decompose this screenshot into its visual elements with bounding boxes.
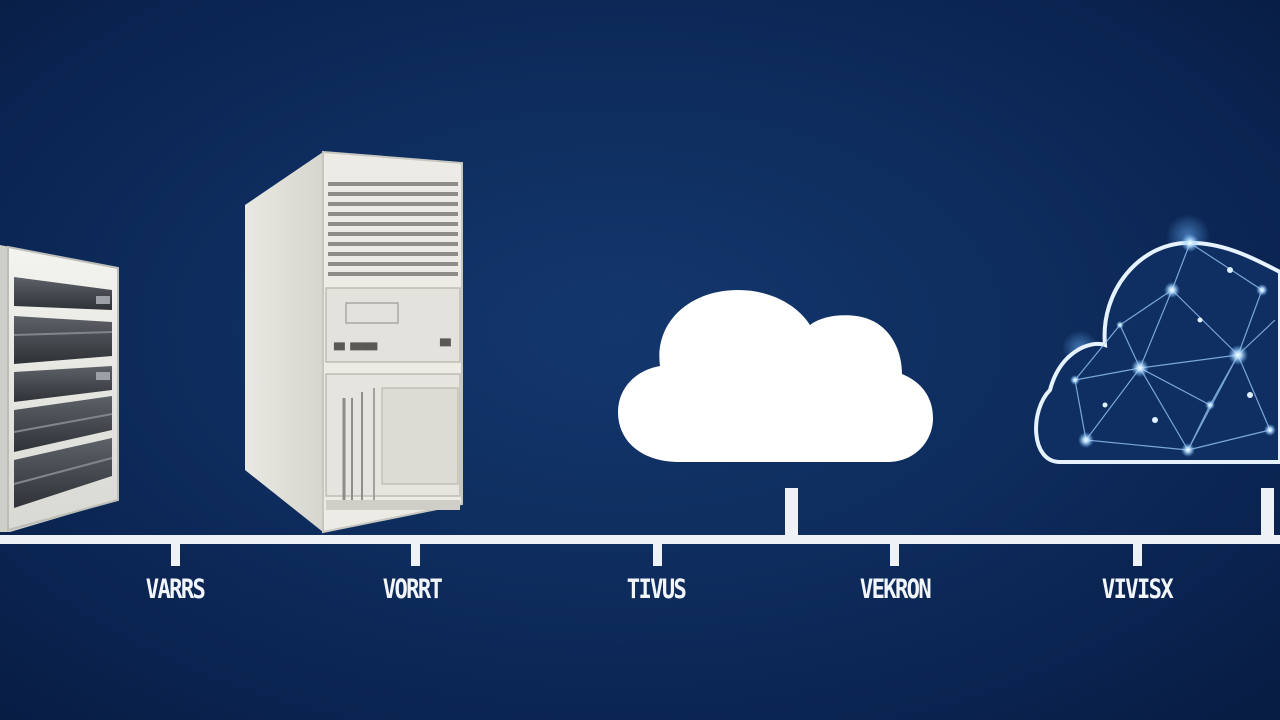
network-cloud-icon — [1034, 214, 1280, 464]
timeline-connector-tick — [785, 488, 798, 538]
network-nodes — [1070, 234, 1276, 457]
timeline-connector-tick — [1261, 488, 1274, 538]
cloud-icon — [618, 290, 933, 462]
timeline-tick — [411, 540, 420, 566]
timeline-tick — [1133, 540, 1142, 566]
stage-label-1: VARRS — [145, 574, 206, 605]
tower-vent-grille — [328, 182, 458, 276]
stage-label-5: VIVISX — [1101, 574, 1174, 605]
timeline-tick — [653, 540, 662, 566]
tower-nameplate-right: ▆▆ — [439, 337, 451, 347]
tower-drive-bay — [325, 287, 461, 363]
stage-label-3: TIVUS — [626, 574, 687, 605]
stage-label-2: VORRT — [382, 574, 443, 605]
timeline-tick — [890, 540, 899, 566]
timeline-axis — [0, 535, 1280, 544]
server-rack-icon — [0, 245, 119, 532]
timeline-tick — [171, 540, 180, 566]
tower-drive-slot — [345, 302, 399, 324]
tower-nameplate: ▆▆ ▆▆▆▆▆ — [333, 341, 378, 351]
stage-label-4: VEKRON — [859, 574, 932, 605]
tower-server-icon: ▆▆ ▆▆▆▆▆ ▆▆ — [245, 150, 463, 534]
